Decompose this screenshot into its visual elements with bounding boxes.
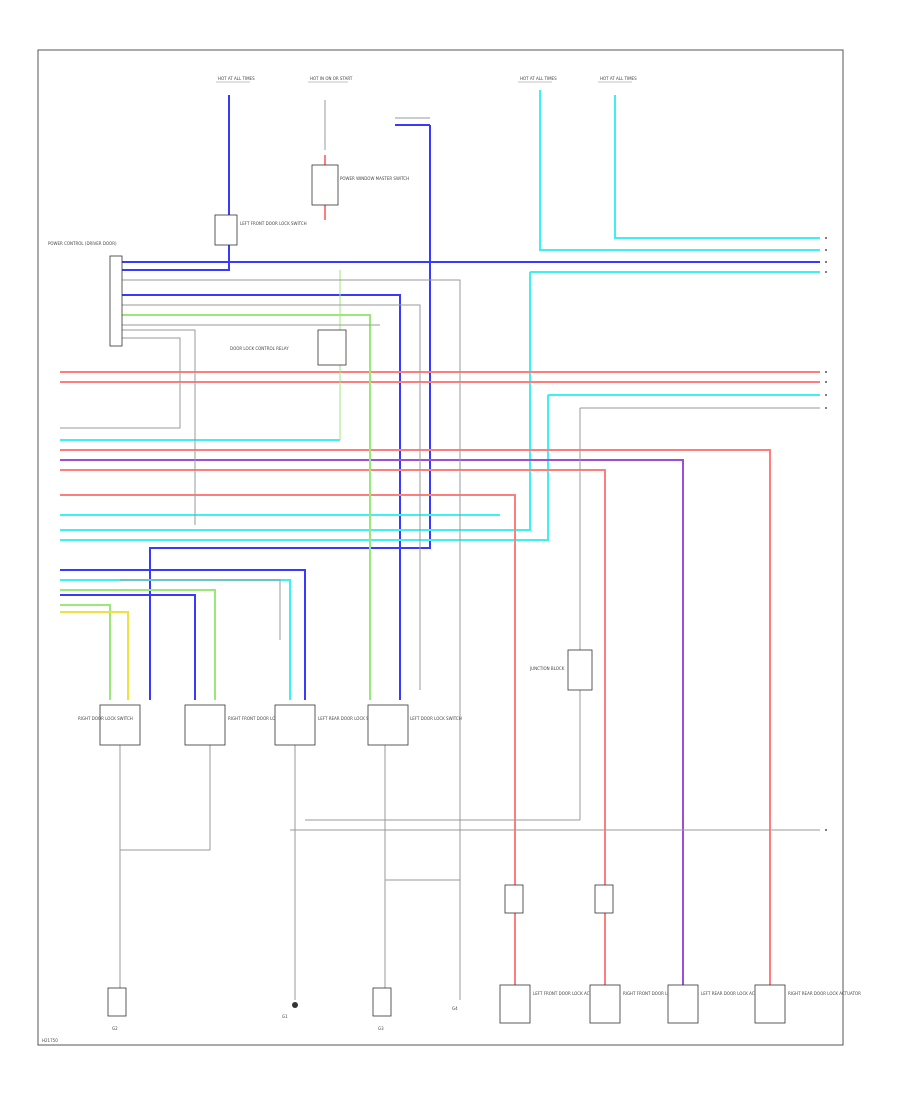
svg-text:JUNCTION BLOCK: JUNCTION BLOCK — [529, 666, 565, 671]
right-rear-door-lock-actuator: RIGHT REAR DOOR LOCK ACTUATOR — [754, 984, 861, 1024]
junction-block: JUNCTION BLOCK — [529, 649, 593, 691]
footer-code: H21750 — [42, 1038, 58, 1043]
svg-text:RIGHT REAR DOOR LOCK ACTUATOR: RIGHT REAR DOOR LOCK ACTUATOR — [788, 991, 861, 996]
svg-text:LEFT DOOR LOCK SWITCH: LEFT DOOR LOCK SWITCH — [410, 716, 462, 721]
ground-label-3: G3 — [378, 1026, 384, 1031]
red-wires — [60, 155, 820, 990]
fuse-label-3: HOT AT ALL TIMES — [520, 76, 557, 81]
left-rear-door-lock-actuator: LEFT REAR DOOR LOCK ACTUATOR — [667, 984, 771, 1024]
fuse-label-2: HOT IN ON OR START — [310, 76, 353, 81]
svg-text:DOOR LOCK CONTROL RELAY: DOOR LOCK CONTROL RELAY — [230, 346, 289, 351]
fuse-label-4: HOT AT ALL TIMES — [600, 76, 637, 81]
svg-text:LEFT FRONT DOOR LOCK ACTUATOR: LEFT FRONT DOOR LOCK ACTUATOR — [533, 991, 606, 996]
right-door-lock-switch: RIGHT DOOR LOCK SWITCH — [78, 704, 141, 746]
svg-text:LEFT REAR DOOR LOCK SWITCH: LEFT REAR DOOR LOCK SWITCH — [318, 716, 382, 721]
fuse-labels: HOT AT ALL TIMES HOT IN ON OR START HOT … — [216, 76, 637, 83]
power-window-master-switch: POWER WINDOW MASTER SWITCH — [311, 164, 409, 206]
door-lock-control-relay: DOOR LOCK CONTROL RELAY — [230, 329, 347, 366]
ground-label-4: G4 — [452, 1006, 458, 1011]
purple-wires — [60, 459, 684, 990]
blue-wires — [60, 95, 820, 700]
svg-text:LEFT REAR DOOR LOCK ACTUATOR: LEFT REAR DOOR LOCK ACTUATOR — [701, 991, 771, 996]
ground-label-2: G2 — [112, 1026, 118, 1031]
svg-text:LEFT FRONT DOOR LOCK SWITCH: LEFT FRONT DOOR LOCK SWITCH — [240, 221, 307, 226]
left-front-door-lock-actuator: LEFT FRONT DOOR LOCK ACTUATOR — [499, 984, 606, 1024]
left-front-door-lock-switch: LEFT FRONT DOOR LOCK SWITCH — [214, 214, 307, 246]
svg-text:POWER WINDOW MASTER SWITCH: POWER WINDOW MASTER SWITCH — [340, 176, 409, 181]
green-wires — [60, 270, 371, 700]
right-front-door-lock-switch: RIGHT FRONT DOOR LOCK SWITCH — [184, 704, 298, 746]
fuse-label-1: HOT AT ALL TIMES — [218, 76, 255, 81]
left-door-lock-switch: LEFT DOOR LOCK SWITCH — [367, 704, 462, 746]
gray-wires — [60, 100, 820, 1000]
inline-fuses — [107, 884, 614, 1017]
right-front-door-lock-actuator: RIGHT FRONT DOOR LOCK ACTUATOR — [589, 984, 699, 1024]
yellow-wires — [60, 611, 129, 700]
left-rear-door-lock-switch: LEFT REAR DOOR LOCK SWITCH — [274, 704, 382, 746]
ground-label-1: G1 — [282, 1014, 288, 1019]
svg-text:RIGHT DOOR LOCK SWITCH: RIGHT DOOR LOCK SWITCH — [78, 716, 133, 721]
ground-symbols: G1 G2 G3 G4 — [112, 1002, 458, 1031]
svg-text:RIGHT FRONT DOOR LOCK SWITCH: RIGHT FRONT DOOR LOCK SWITCH — [228, 716, 298, 721]
module-label: POWER CONTROL (DRIVER DOOR) — [48, 241, 117, 246]
right-connector-pins — [825, 237, 827, 831]
module-connector: POWER CONTROL (DRIVER DOOR) — [48, 241, 123, 347]
svg-text:RIGHT FRONT DOOR LOCK ACTUATOR: RIGHT FRONT DOOR LOCK ACTUATOR — [623, 991, 699, 996]
